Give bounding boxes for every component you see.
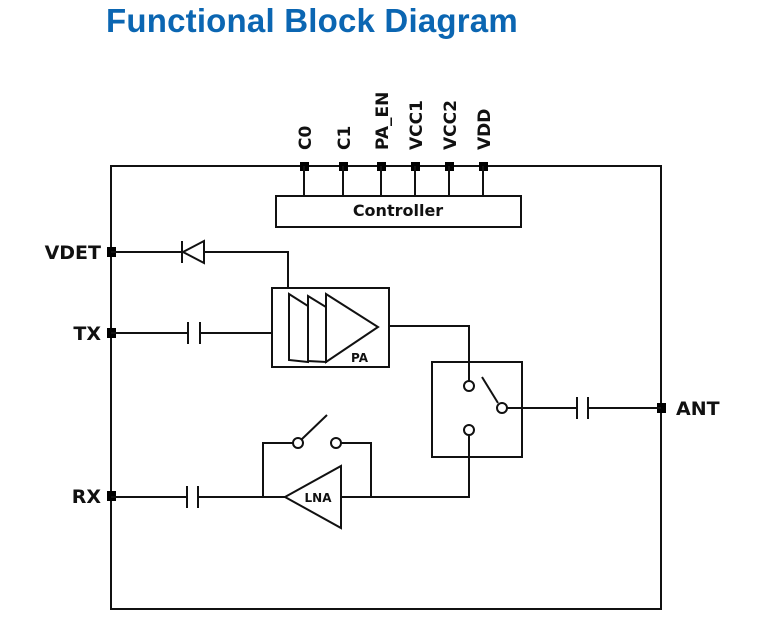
pin-ant-label: ANT [676, 398, 720, 420]
tx-path [111, 322, 272, 344]
pin-c1: C1 [335, 126, 355, 196]
pin-vcc1-label: VCC1 [407, 100, 427, 150]
controller-block: Controller [275, 195, 522, 228]
switch-contact-common [496, 402, 508, 414]
pa-block: PA [271, 287, 390, 368]
pin-vdet-label: VDET [45, 242, 101, 264]
lna-label: LNA [305, 491, 333, 505]
pin-pa-en: PA_EN [373, 92, 393, 196]
amplifier-icon [325, 292, 380, 364]
bypass-switch-icon [301, 414, 328, 440]
ant-path [507, 397, 661, 419]
controller-box [275, 195, 522, 228]
switch-icon [481, 376, 499, 404]
controller-label: Controller [353, 201, 443, 220]
pin-c0-label: C0 [296, 126, 316, 150]
pin-tx: TX [73, 323, 116, 345]
pin-vdet: VDET [45, 242, 116, 264]
pin-vdd: VDD [475, 109, 495, 196]
lna-block: LNA [262, 414, 470, 530]
switch-contact-tx [463, 380, 475, 392]
chip-outline [110, 165, 662, 610]
pin-ant: ANT [657, 398, 720, 420]
pin-rx: RX [72, 486, 116, 508]
pin-vcc1: VCC1 [407, 100, 427, 196]
bypass-contact-right [330, 437, 342, 449]
tr-switch-block [431, 361, 523, 458]
pa-label: PA [351, 351, 369, 365]
bypass-contact-left [292, 437, 304, 449]
pin-vdd-label: VDD [475, 109, 495, 150]
rx-path [111, 486, 285, 508]
top-pins: C0 C1 PA_EN VCC1 VCC2 VDD [296, 92, 495, 196]
pin-vcc2-label: VCC2 [441, 100, 461, 150]
pin-c1-label: C1 [335, 126, 355, 150]
switch-box [431, 361, 523, 458]
page-title: Functional Block Diagram [106, 2, 518, 39]
pin-rx-label: RX [72, 486, 102, 508]
detector-diode-path [111, 239, 289, 288]
diode-icon [180, 239, 205, 265]
pin-pa-en-label: PA_EN [373, 92, 393, 150]
pa-box [271, 287, 390, 368]
pin-ant-pad [657, 403, 666, 413]
pin-vcc2: VCC2 [441, 100, 461, 196]
switch-contact-rx [463, 424, 475, 436]
pin-tx-label: TX [73, 323, 101, 345]
pin-c0: C0 [296, 126, 316, 196]
